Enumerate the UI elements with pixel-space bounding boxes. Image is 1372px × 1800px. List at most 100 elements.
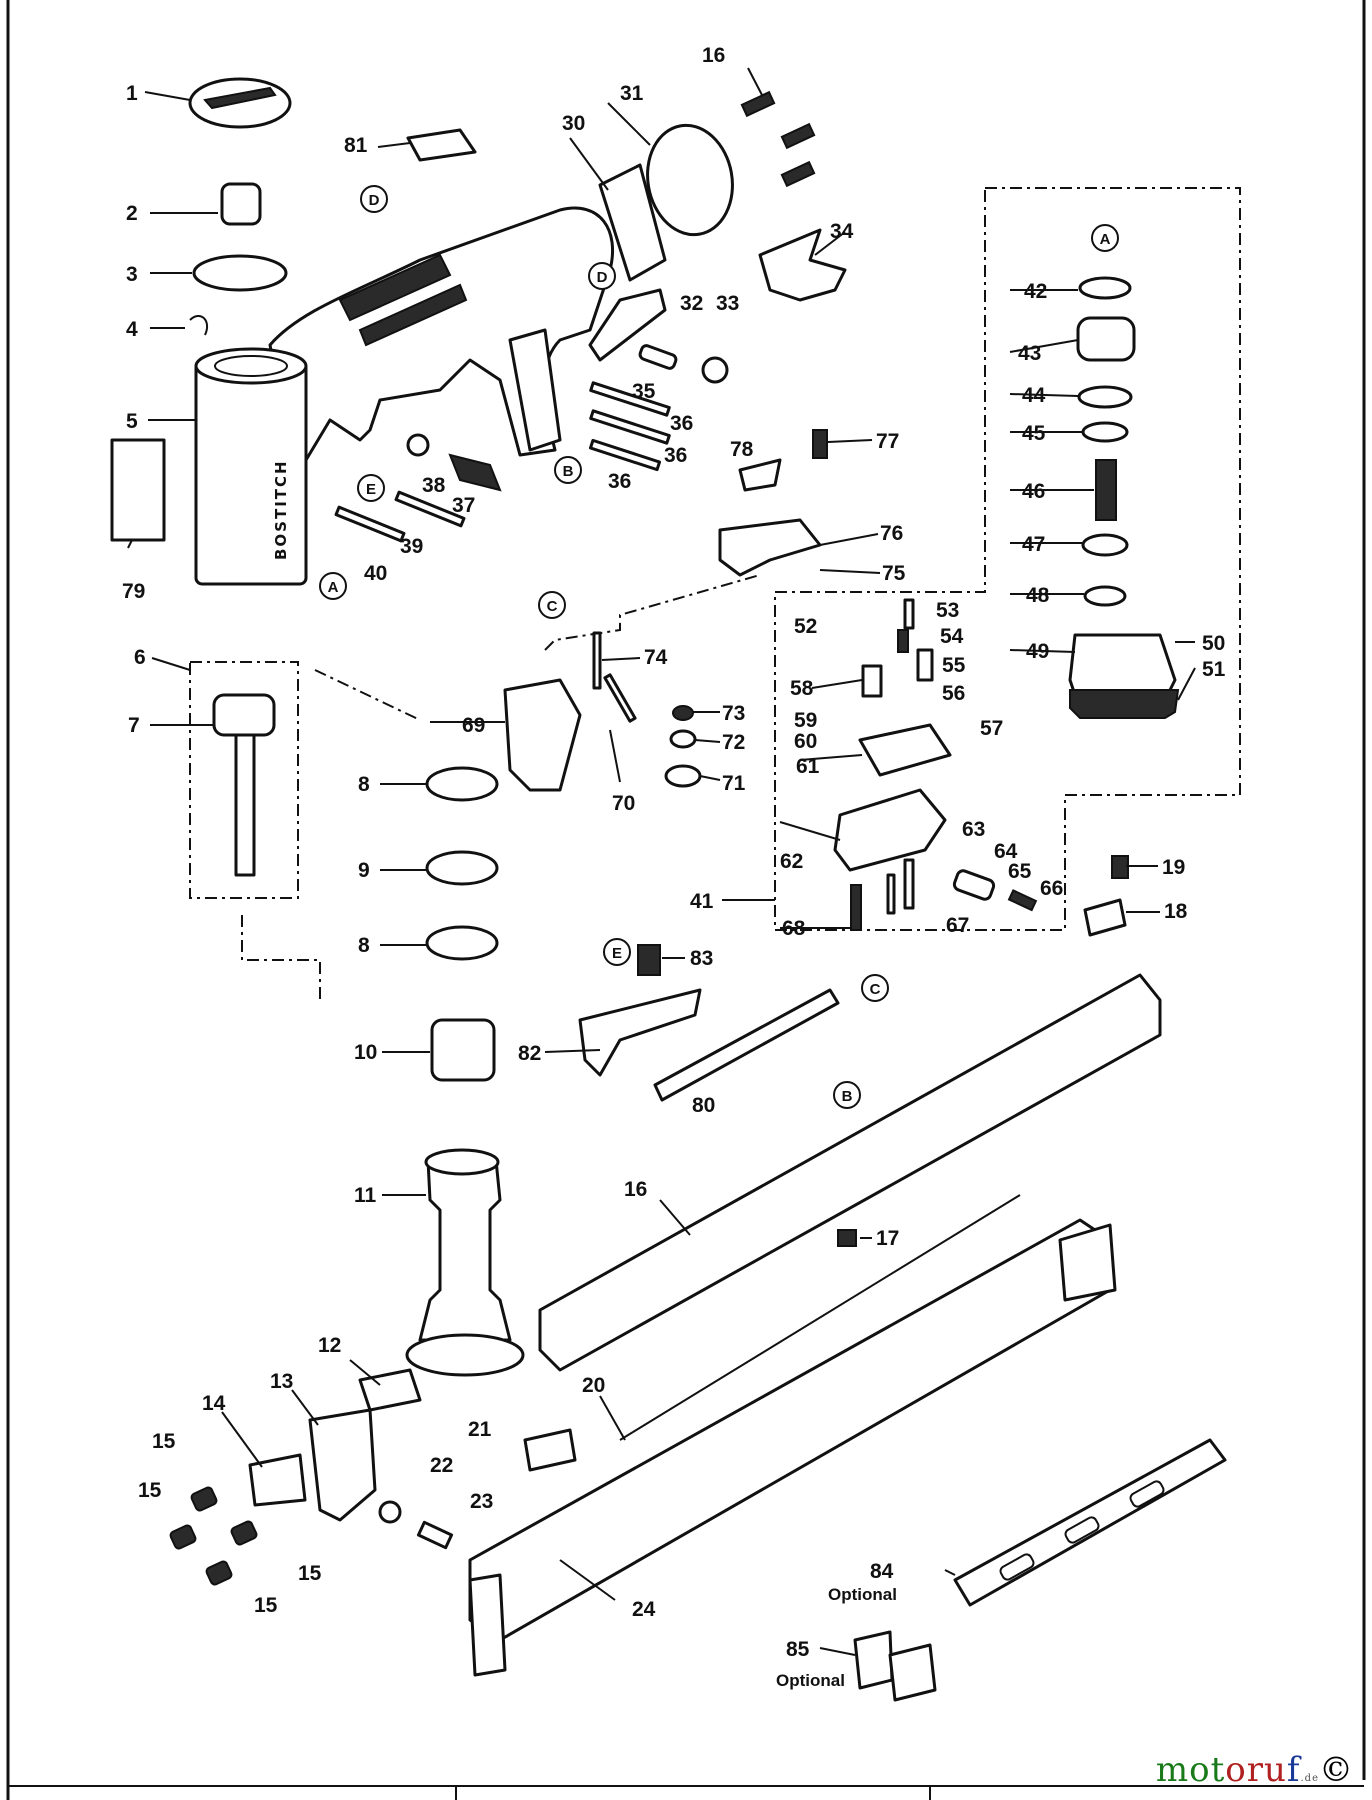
bracket-18	[1083, 898, 1127, 937]
label-part-67: 67	[946, 914, 969, 937]
label-part-22: 22	[430, 1454, 453, 1477]
leader-62	[779, 821, 841, 841]
cylinder-stack	[405, 766, 525, 1377]
ref-a-left	[319, 572, 347, 600]
pad-85-a	[853, 1630, 894, 1690]
pad-85-b	[888, 1643, 937, 1702]
label-part-36-c: 36	[608, 470, 631, 493]
label-part-65: 65	[1008, 860, 1032, 883]
label-part-46: 46	[1022, 480, 1045, 503]
watermark-tld: .de	[1300, 1773, 1319, 1784]
label-part-36-a: 36	[670, 412, 693, 435]
label-part-54: 54	[940, 625, 964, 648]
leader-6	[151, 657, 191, 671]
ring-48	[1083, 585, 1127, 607]
label-part-32: 32	[680, 292, 703, 315]
end-cap	[598, 90, 816, 282]
spring-20	[619, 1194, 1021, 1441]
ref-c-upper-label: C	[547, 598, 558, 615]
ring-45	[1081, 421, 1129, 443]
label-part-70: 70	[612, 792, 635, 815]
ref-c-upper	[538, 591, 566, 619]
screw-68	[850, 884, 862, 931]
ref-c-lower-label: C	[870, 981, 881, 998]
latch-82	[578, 988, 702, 1077]
plate-84-slot-1	[999, 1553, 1035, 1581]
label-part-55: 55	[942, 654, 966, 677]
ref-e-housing	[357, 474, 385, 502]
label-part-16-magazine: 16	[624, 1178, 647, 1201]
trigger-group	[334, 228, 847, 543]
label-part-19: 19	[1162, 856, 1185, 879]
pin-35	[638, 344, 678, 370]
screw-16-b	[780, 122, 816, 150]
label-part-35: 35	[632, 380, 656, 403]
magazine-cover-16	[538, 973, 1162, 1372]
gasket-51	[1069, 689, 1180, 719]
label-part-36-b: 36	[664, 444, 687, 467]
label-part-73: 73	[722, 702, 745, 725]
leader-24	[559, 1559, 616, 1601]
pin-67-a	[903, 858, 915, 910]
tool-housing	[268, 206, 615, 502]
gasket-30	[598, 163, 667, 282]
ring-42	[1078, 276, 1132, 300]
frame-link	[544, 574, 761, 651]
leader-71	[699, 775, 721, 781]
label-part-4: 4	[126, 318, 138, 341]
leader-lines	[127, 67, 1196, 1656]
screw-15-d	[205, 1560, 233, 1586]
leader-81	[377, 142, 411, 148]
label-part-81: 81	[344, 134, 368, 157]
label-part-15-d: 15	[254, 1594, 278, 1617]
pin-67-b	[886, 873, 896, 915]
label-part-58: 58	[790, 677, 814, 700]
spring-83	[637, 944, 661, 976]
label-part-10: 10	[354, 1041, 377, 1064]
spring-46	[1095, 459, 1117, 521]
block-62	[833, 788, 947, 872]
screw-16-a	[740, 90, 776, 118]
label-part-39: 39	[400, 535, 423, 558]
cap-1-slot	[203, 86, 277, 110]
contact-arm	[503, 429, 828, 792]
housing-body	[268, 206, 615, 502]
watermark-part-1: mot	[1155, 1750, 1226, 1790]
ring-9	[425, 850, 499, 886]
label-part-45: 45	[1022, 422, 1046, 445]
label-part-18: 18	[1164, 900, 1188, 923]
plate-14	[248, 1453, 307, 1507]
optional-label-84: Optional	[828, 1585, 897, 1604]
label-part-15-b: 15	[138, 1479, 162, 1502]
cylinder-bore	[214, 355, 288, 377]
leader-74	[601, 657, 641, 661]
ref-d-lower-label: D	[597, 269, 608, 286]
screw-19	[1111, 855, 1129, 879]
nose-parts	[169, 1368, 577, 1586]
label-part-43: 43	[1018, 342, 1041, 365]
label-part-42: 42	[1024, 280, 1047, 303]
screw-15-a	[190, 1486, 218, 1512]
leader-70	[609, 729, 621, 783]
magazine	[468, 855, 1162, 1677]
leader-16b	[659, 1199, 691, 1236]
label-part-16-top: 16	[702, 44, 725, 67]
screw-15-c	[230, 1520, 258, 1546]
leader-82	[544, 1049, 601, 1053]
spring-54	[897, 629, 909, 653]
leader-51	[1177, 667, 1196, 701]
label-part-8-bottom: 8	[358, 934, 370, 957]
leader-72	[694, 739, 721, 743]
leader-44	[1009, 393, 1079, 397]
pin-23	[416, 1520, 454, 1550]
leader-16a	[747, 67, 763, 96]
ref-e-latch-label: E	[612, 945, 622, 962]
ring-8-bottom	[425, 925, 499, 961]
ref-a-left-label: A	[328, 579, 339, 596]
leader-79	[127, 539, 133, 549]
label-part-30: 30	[562, 112, 585, 135]
magazine-end	[1058, 1223, 1117, 1302]
part-78	[738, 458, 782, 492]
label-part-83: 83	[690, 947, 713, 970]
